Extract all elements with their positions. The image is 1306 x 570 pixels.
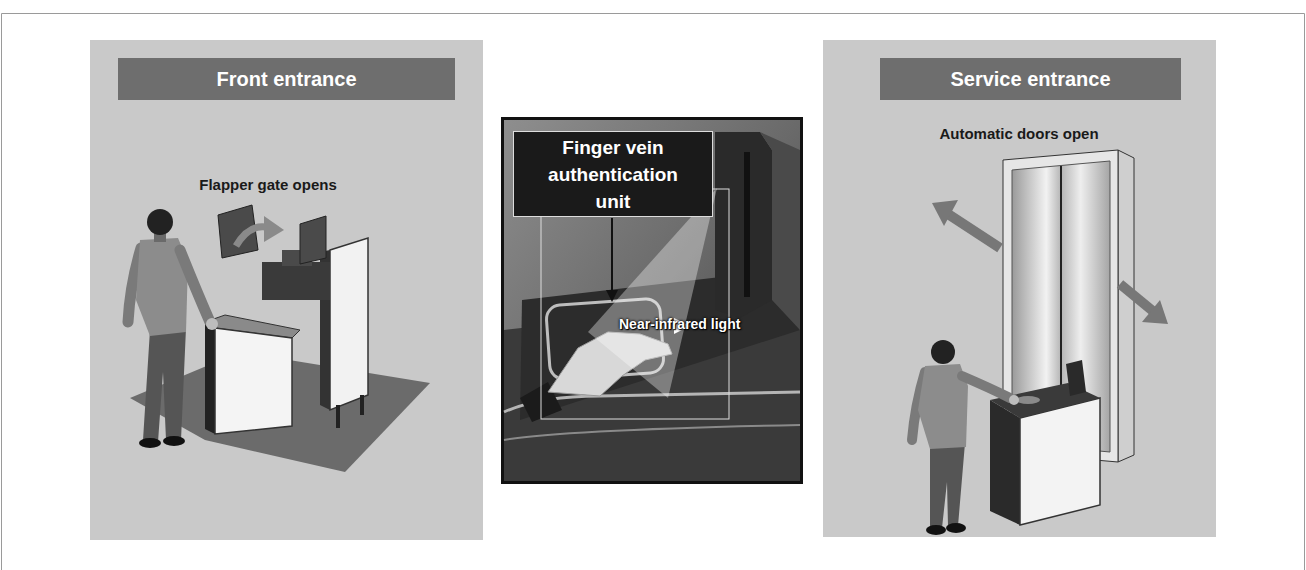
heading-band: Service entrance — [880, 58, 1181, 100]
node-label: Service entrance — [880, 58, 1181, 100]
node-label: Finger vein authentication unit — [513, 131, 713, 215]
entrance-panel: Flapper gate opens Front entrance — [90, 40, 483, 540]
callout-box: Finger vein authentication unit — [513, 131, 713, 217]
figure-frame — [2, 14, 1305, 570]
heading-band: Front entrance — [118, 58, 455, 100]
photo-frame: Near-infrared light Finger vein authentic… — [501, 117, 803, 484]
node-label: Front entrance — [118, 58, 455, 100]
node-label: Automatic doors open — [929, 125, 1109, 143]
node-label: Flapper gate opens — [178, 176, 358, 194]
entrance-panel: Automatic doors open Service entrance — [823, 40, 1216, 537]
node-label: Near-infrared light — [619, 315, 754, 333]
